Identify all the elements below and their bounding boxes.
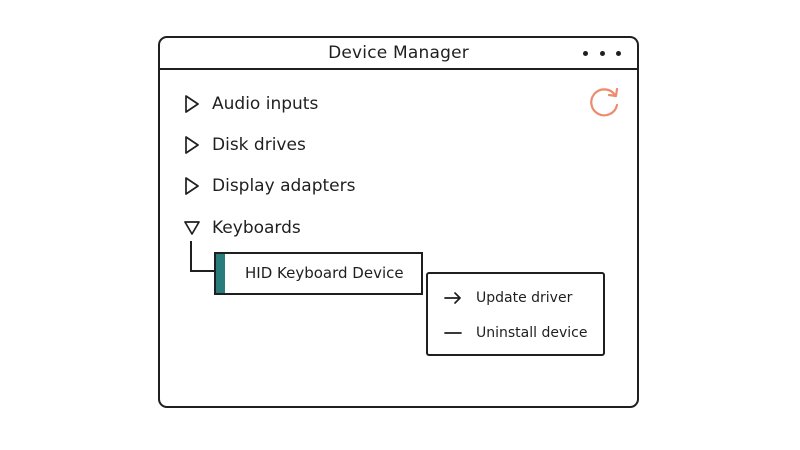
menu-item-label: Uninstall device: [476, 325, 588, 341]
menu-item-label: Update driver: [476, 290, 573, 306]
tree-item-disk-drives[interactable]: Disk drives: [184, 133, 306, 157]
expand-triangle-icon: [185, 136, 199, 154]
more-dot-icon: [616, 51, 621, 56]
tree-item-label: Audio inputs: [212, 94, 319, 114]
expand-triangle-icon: [185, 95, 199, 113]
menu-item-update-driver[interactable]: Update driver: [444, 287, 572, 309]
title-bar: Device Manager: [160, 38, 637, 70]
tree-item-label: Disk drives: [212, 135, 306, 155]
more-dot-icon: [583, 51, 588, 56]
tree-item-label: Display adapters: [212, 176, 356, 196]
tree-item-display-adapters[interactable]: Display adapters: [184, 174, 355, 198]
more-options-icon[interactable]: [583, 51, 621, 57]
window-title: Device Manager: [328, 43, 469, 63]
tree-item-label: Keyboards: [212, 218, 301, 238]
context-menu: Update driver Uninstall device: [426, 272, 605, 356]
collapse-triangle-icon: [184, 221, 200, 235]
menu-item-uninstall-device[interactable]: Uninstall device: [444, 322, 587, 344]
expand-triangle-icon: [185, 177, 199, 195]
device-manager-window: Device Manager Audio inputs Disk drives: [158, 36, 639, 408]
tree-item-keyboards[interactable]: Keyboards: [184, 216, 301, 240]
refresh-icon[interactable]: [586, 84, 622, 120]
more-dot-icon: [599, 51, 605, 56]
device-item-label: HID Keyboard Device: [245, 264, 404, 282]
tree-connector-line: [190, 241, 214, 272]
selection-accent: [216, 254, 225, 293]
arrow-right-icon: [444, 292, 461, 304]
dash-icon: [444, 332, 462, 334]
device-item-hid-keyboard[interactable]: HID Keyboard Device: [214, 252, 423, 295]
tree-item-audio-inputs[interactable]: Audio inputs: [184, 92, 318, 116]
